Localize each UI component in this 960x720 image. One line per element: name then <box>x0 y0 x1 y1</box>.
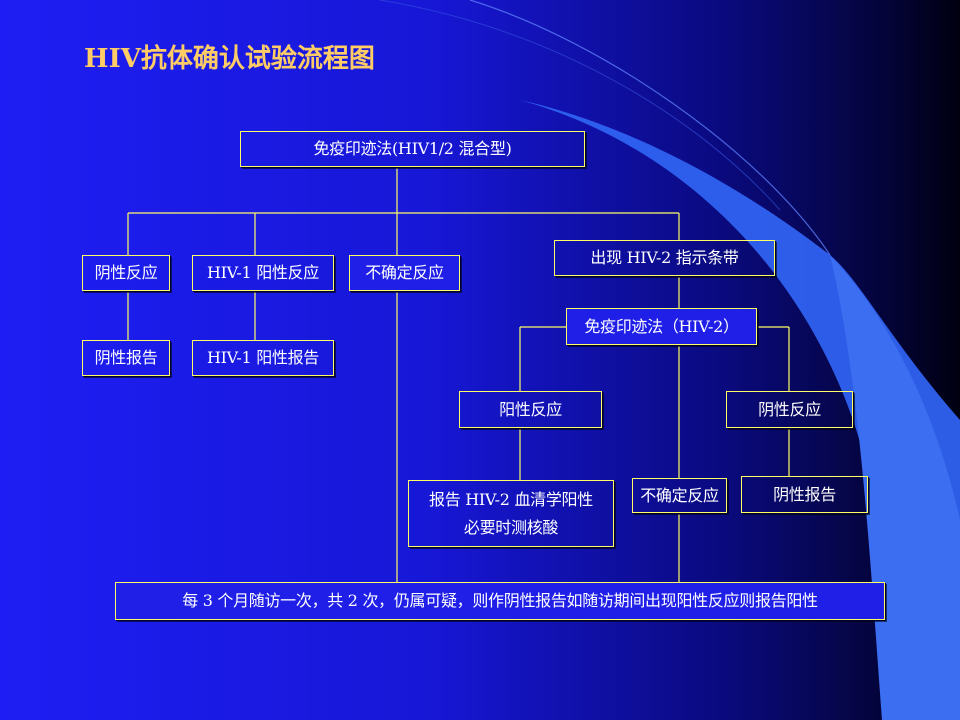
node-wb-mixed: 免疫印迹法(HIV1/2 混合型) <box>240 131 585 167</box>
node-hiv1-positive-reaction: HIV-1 阳性反应 <box>192 255 334 291</box>
node-hiv2-positive-report: 报告 HIV-2 血清学阳性 必要时测核酸 <box>408 480 614 547</box>
node-hiv2-negative-report: 阴性报告 <box>741 476 868 513</box>
node-hiv2-negative-reaction: 阴性反应 <box>726 391 853 428</box>
swoosh-edge-curve <box>379 0 781 211</box>
page-title: HIV抗体确认试验流程图 <box>84 44 375 74</box>
node-negative-report: 阴性报告 <box>82 340 170 376</box>
node-hiv2-positive-reaction: 阳性反应 <box>459 391 602 428</box>
node-followup: 每 3 个月随访一次，共 2 次，仍属可疑，则作阴性报告如随访期间出现阳性反应则… <box>115 582 885 620</box>
node-indeterminate: 不确定反应 <box>349 255 460 291</box>
node-hiv1-positive-report: HIV-1 阳性报告 <box>192 340 334 376</box>
node-hiv2-indeterminate: 不确定反应 <box>632 478 727 513</box>
node-negative-reaction: 阴性反应 <box>82 255 170 291</box>
node-wb-hiv2: 免疫印迹法（HIV-2） <box>566 308 757 345</box>
swoosh-wide <box>830 255 960 720</box>
swoosh-light-curve <box>469 0 831 256</box>
node-hiv2-band: 出现 HIV-2 指示条带 <box>554 240 775 276</box>
report-line-1: 报告 HIV-2 血清学阳性 <box>429 489 593 509</box>
report-line-2: 必要时测核酸 <box>463 517 559 537</box>
